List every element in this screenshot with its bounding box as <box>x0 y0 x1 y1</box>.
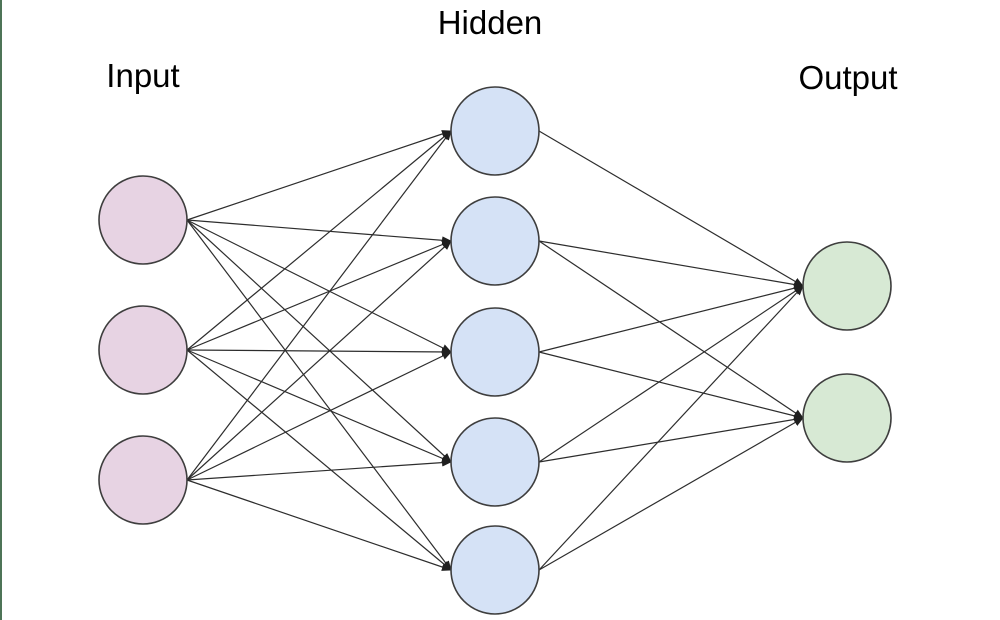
edge-lines-group <box>186 130 804 571</box>
edge-input.0-to-hidden.4 <box>186 219 452 571</box>
edge-input.1-to-hidden.4 <box>186 349 452 571</box>
edge-input.0-to-hidden.3 <box>186 219 452 463</box>
edge-hidden.0-to-output.0 <box>538 130 804 287</box>
edge-hidden.1-to-output.1 <box>538 240 804 419</box>
input-node-1 <box>98 175 188 265</box>
input-layer-label: Input <box>106 57 179 94</box>
edge-input.2-to-hidden.3 <box>186 458 452 481</box>
edge-input.2-to-hidden.4 <box>186 479 452 571</box>
edge-input.0-to-hidden.2 <box>186 219 452 353</box>
hidden-node-3 <box>450 307 540 397</box>
hidden-node-1 <box>450 86 540 176</box>
hidden-node-4 <box>450 417 540 507</box>
edge-input.2-to-hidden.1 <box>186 240 452 481</box>
left-border-line <box>0 0 2 620</box>
edge-input.1-to-hidden.1 <box>186 240 452 351</box>
edge-hidden.4-to-output.1 <box>538 417 804 571</box>
edge-input.2-to-hidden.0 <box>186 130 452 481</box>
edge-input.2-to-hidden.2 <box>186 351 452 481</box>
output-node-1 <box>802 241 892 331</box>
edge-input.1-to-hidden.2 <box>186 347 452 356</box>
input-node-2 <box>98 305 188 395</box>
edge-input.0-to-hidden.0 <box>186 130 452 221</box>
hidden-node-5 <box>450 525 540 615</box>
edge-input.1-to-hidden.3 <box>186 349 452 463</box>
output-node-2 <box>802 373 892 463</box>
input-node-3 <box>98 435 188 525</box>
hidden-node-2 <box>450 196 540 286</box>
edge-input.1-to-hidden.0 <box>186 130 452 351</box>
edge-hidden.4-to-output.0 <box>538 285 804 571</box>
edge-input.0-to-hidden.1 <box>186 219 452 245</box>
edge-hidden.3-to-output.1 <box>538 415 804 463</box>
edge-hidden.1-to-output.0 <box>538 240 804 289</box>
hidden-layer-label: Hidden <box>438 4 543 41</box>
edge-hidden.2-to-output.0 <box>538 284 804 353</box>
edge-hidden.3-to-output.0 <box>538 285 804 463</box>
node-circles-group <box>98 86 892 615</box>
output-layer-label: Output <box>798 59 897 96</box>
edge-hidden.2-to-output.1 <box>538 351 804 420</box>
